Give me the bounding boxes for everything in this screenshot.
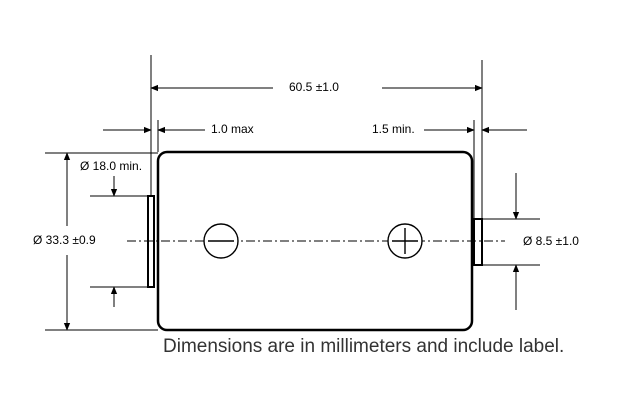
body-diameter-label: Ø 33.3 ±0.9 xyxy=(33,233,96,247)
positive-symbol-icon xyxy=(387,223,423,259)
pos-height-label: 1.5 min. xyxy=(372,122,415,136)
positive-terminal xyxy=(473,218,483,266)
negative-symbol-icon xyxy=(203,223,239,259)
neg-offset-label: 1.0 max xyxy=(211,122,254,136)
pos-diameter-label: Ø 8.5 ±1.0 xyxy=(523,234,579,248)
neg-diameter-label: Ø 18.0 min. xyxy=(80,159,142,173)
dimensions-note: Dimensions are in millimeters and includ… xyxy=(163,336,565,357)
length-label: 60.5 ±1.0 xyxy=(289,80,339,94)
